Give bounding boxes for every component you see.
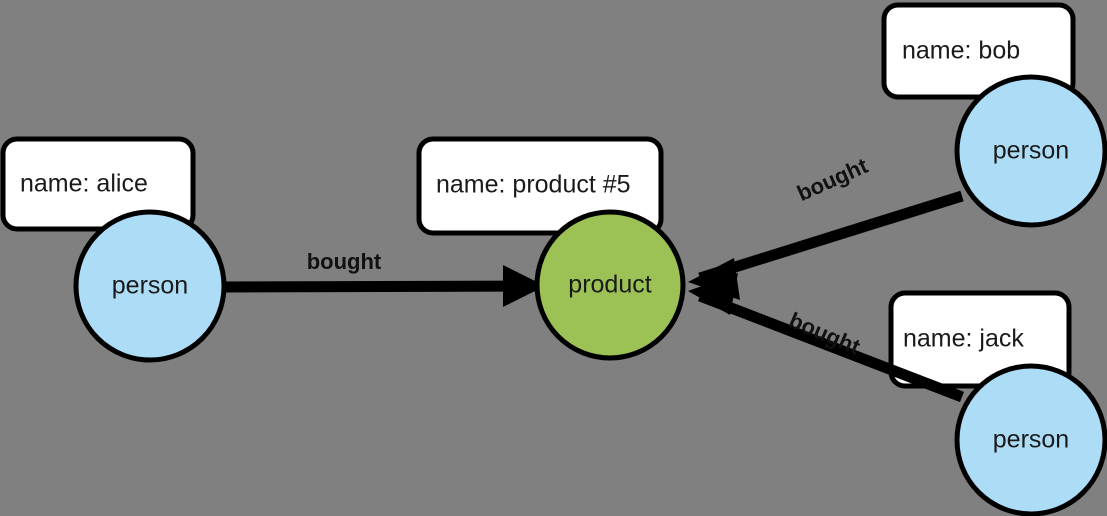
edge-jack-bought-product-line (698, 290, 964, 403)
node-bob-circle (954, 74, 1107, 228)
property-box-product5-rect (416, 136, 664, 236)
node-jack-circle (954, 363, 1107, 516)
property-box-bob-label: name: bob (902, 37, 1020, 65)
node-jack-label: person (993, 426, 1069, 454)
node-alice-label: person (112, 272, 188, 300)
node-bob-label: person (993, 137, 1069, 165)
edge-label-alice-bought: bought (307, 249, 382, 274)
node-product5[interactable]: product (534, 209, 686, 361)
node-alice-circle (73, 209, 227, 363)
edge-bob-bought-product-line (698, 190, 964, 284)
node-alice[interactable]: person (73, 209, 227, 363)
property-box-alice-rect (0, 136, 196, 232)
property-box-alice-label: name: alice (20, 170, 148, 198)
property-box-group: name: alice name: product #5 name: bob n… (0, 2, 1076, 389)
property-box-bob[interactable]: name: bob (881, 2, 1076, 100)
node-product5-circle (534, 209, 686, 361)
node-jack[interactable]: person (954, 363, 1107, 516)
property-box-alice[interactable]: name: alice (0, 136, 196, 232)
property-box-product5-label: name: product #5 (436, 171, 631, 199)
edge-alice-bought-product[interactable] (225, 265, 545, 307)
edge-jack-bought-product-arrowhead (688, 273, 738, 315)
node-group: person product person person (73, 74, 1107, 516)
edge-jack-bought-product[interactable] (688, 273, 964, 403)
property-box-product5[interactable]: name: product #5 (416, 136, 664, 236)
edge-alice-bought-product-line (225, 280, 537, 293)
node-bob[interactable]: person (954, 74, 1107, 228)
edge-group (225, 190, 964, 403)
edge-alice-bought-product-arrowhead (503, 265, 545, 307)
node-product5-label: product (568, 271, 651, 299)
property-box-jack[interactable]: name: jack (888, 290, 1072, 389)
property-box-jack-label: name: jack (903, 325, 1024, 353)
